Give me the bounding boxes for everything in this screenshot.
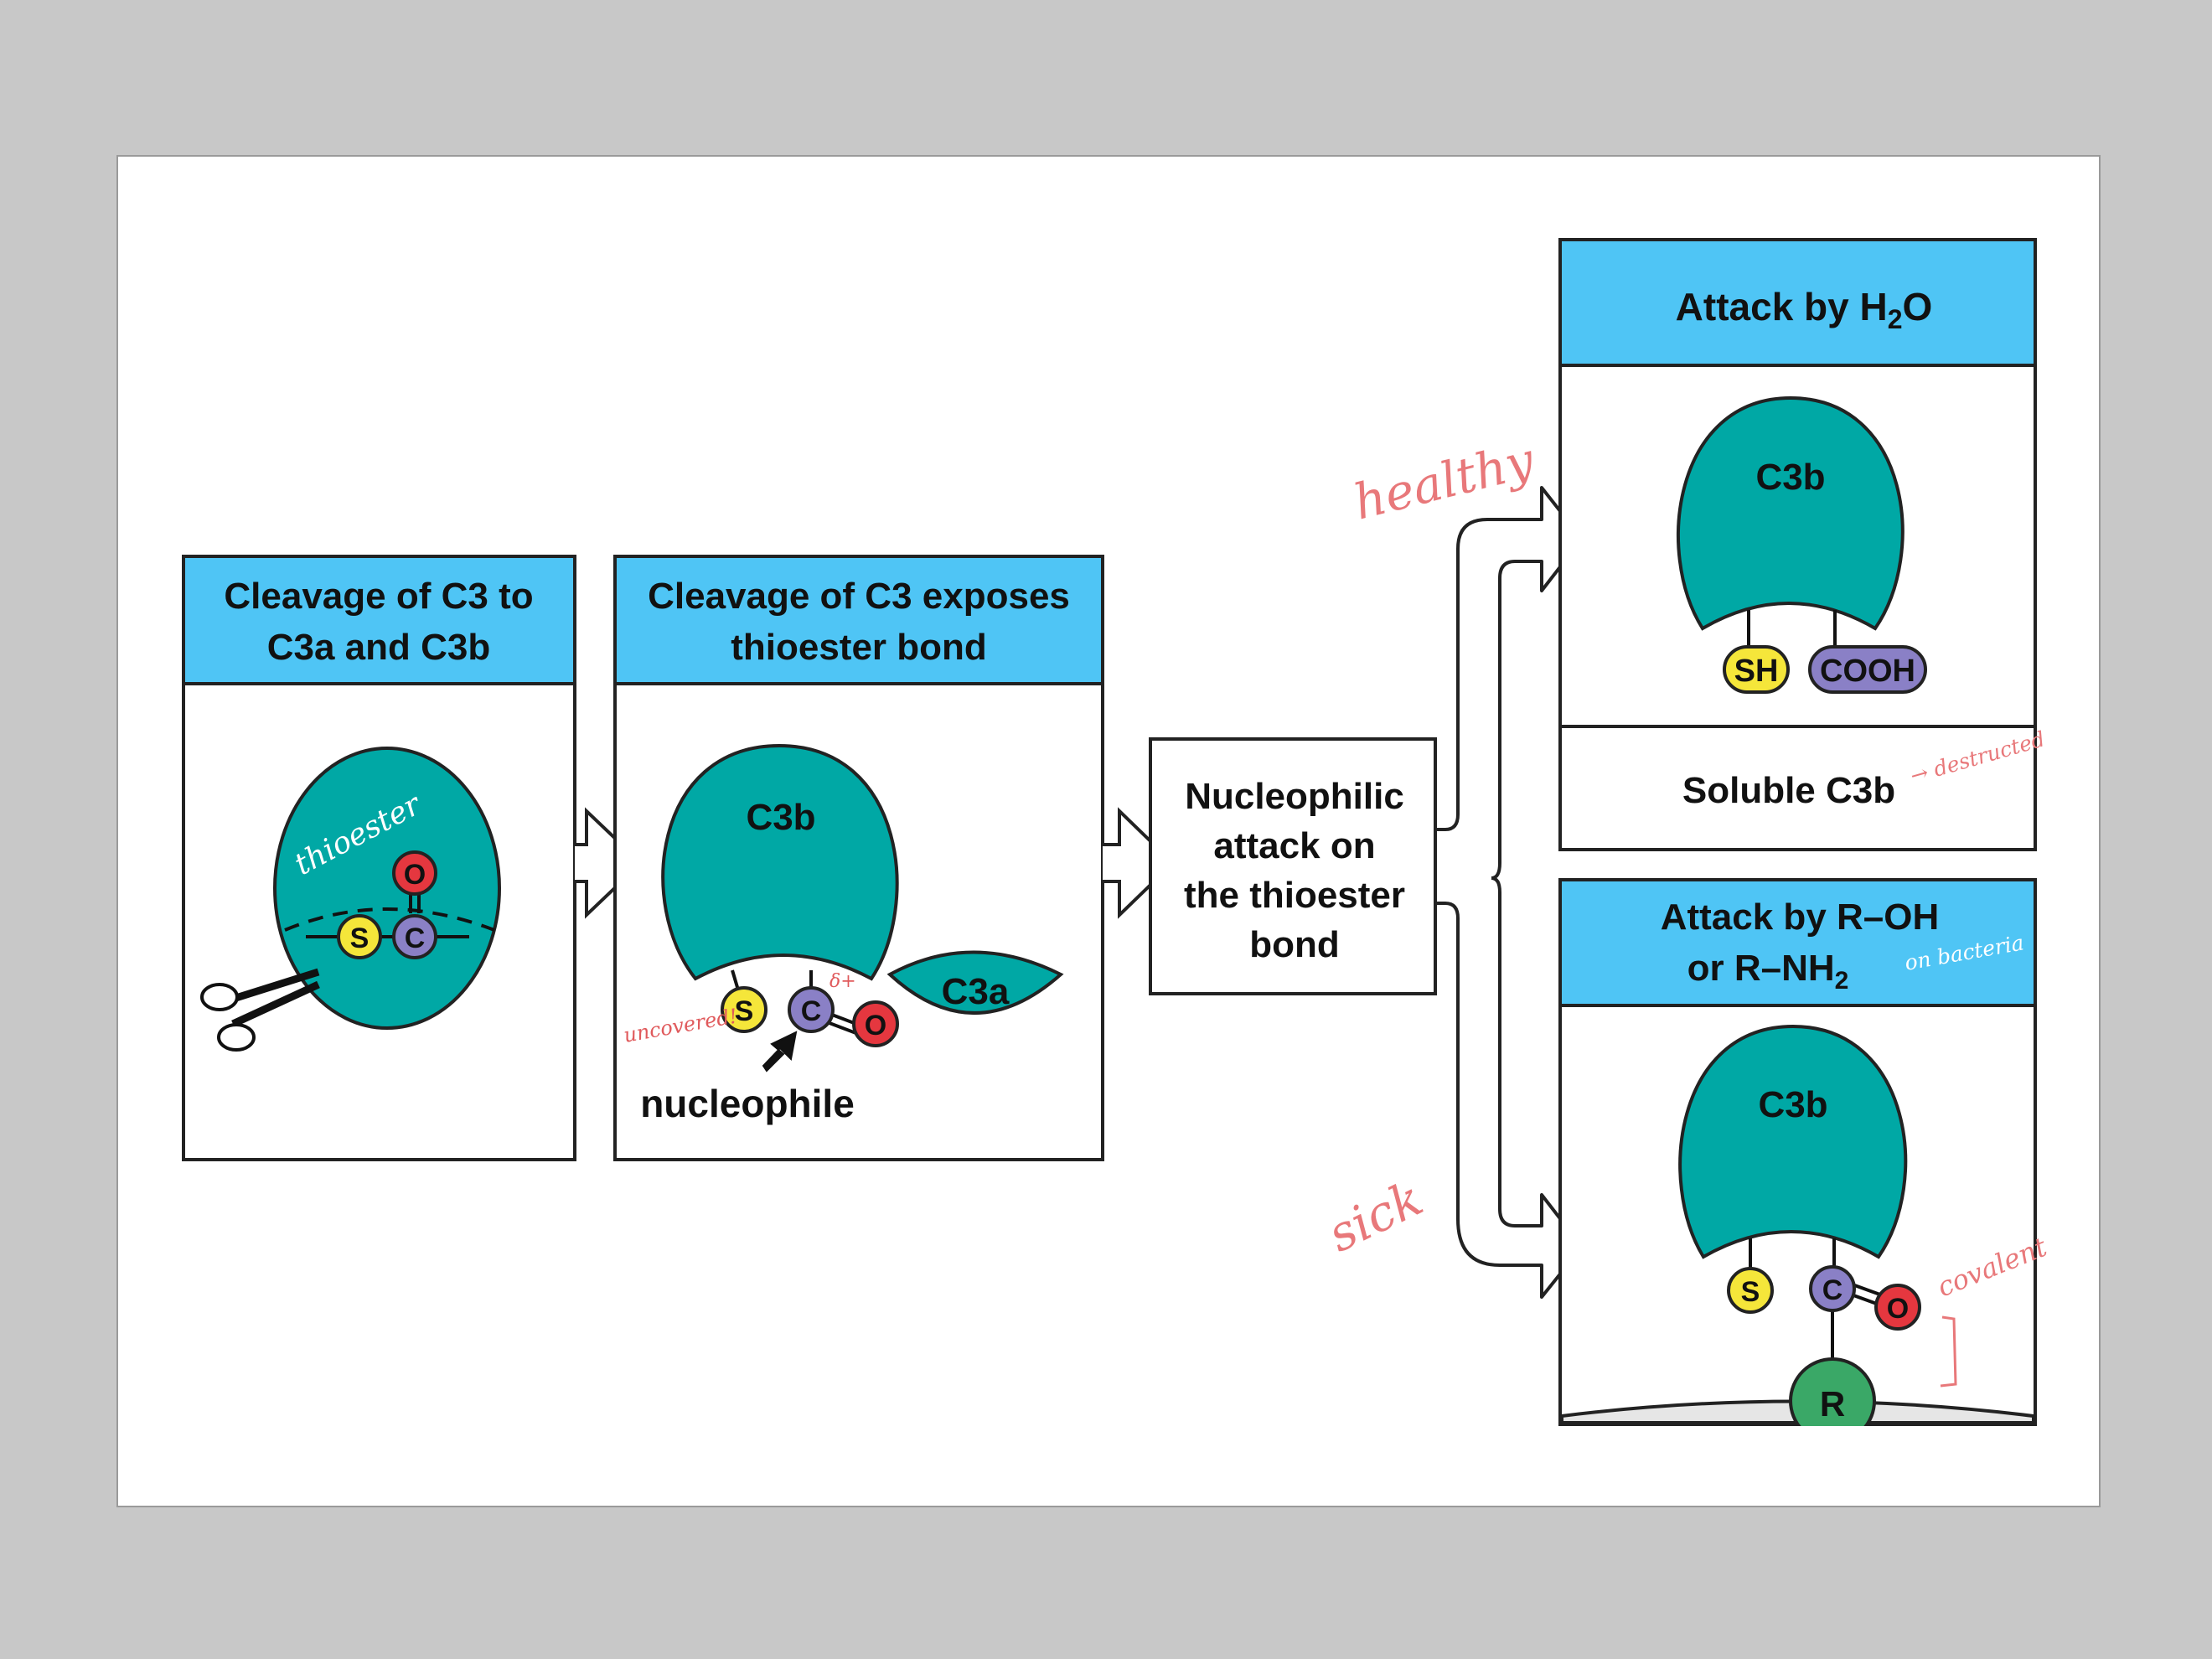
atom-carbon-label: C [801, 995, 822, 1027]
sh-label: SH [1734, 654, 1779, 689]
atom-sulfur-label: S [350, 923, 370, 954]
center-box: Nucleophilic attack on the thioester bon… [1149, 737, 1437, 995]
atom-oxygen [1874, 1284, 1921, 1331]
panel1-title-line2: C3a and C3b [267, 627, 491, 668]
atom-sulfur [1727, 1267, 1774, 1314]
cleavage-dashed-line [284, 907, 495, 932]
r-group-label: R [1820, 1384, 1845, 1424]
panel-h2o-title: Attack by H2O [1676, 285, 1933, 334]
center-line2: attack on [1213, 825, 1375, 866]
panel1-header [182, 555, 576, 685]
c3a-fragment-shape [886, 950, 1064, 1015]
annotation-delta-plus: δ+ [830, 971, 856, 992]
panel-exposes-thioester: Cleavage of C3 exposes thioester bond C3… [613, 555, 1104, 1161]
panel-attack-roh: Attack by R–OH or R–NH2 on bacteria C3b … [1558, 878, 2051, 1445]
arrow-icon [762, 1031, 798, 1072]
panel2-header [613, 555, 1104, 685]
cooh-label: COOH [1820, 654, 1915, 689]
atom-oxygen-label: O [865, 1010, 886, 1041]
panel-roh-title-line1: Attack by R–OH [1661, 897, 1940, 938]
c3b-protein-shape [1678, 1024, 1908, 1259]
panel2-title-line2: thioester bond [731, 627, 987, 668]
scissors-icon [200, 968, 320, 1052]
atom-sulfur [721, 986, 767, 1033]
atom-oxygen-label: O [404, 859, 426, 891]
c3a-label: C3a [942, 971, 1010, 1012]
panel-cleavage-c3: Cleavage of C3 to C3a and C3b O S C thio… [182, 555, 576, 1161]
c3b-protein-shape [661, 743, 899, 981]
c3b-protein-shape [1677, 395, 1904, 631]
center-line1: Nucleophilic [1185, 776, 1404, 817]
atom-sulfur-label: S [735, 995, 754, 1027]
panel-roh-header [1558, 878, 2037, 1007]
atom-carbon [788, 986, 835, 1033]
atom-carbon-label: C [1822, 1274, 1843, 1306]
soluble-c3b-label: Soluble C3b [1682, 770, 1895, 811]
panel-h2o-header [1558, 238, 2037, 367]
atom-oxygen [852, 1000, 899, 1047]
atom-oxygen [392, 850, 437, 896]
center-box-frame [1149, 737, 1437, 995]
branch-arrows [1435, 486, 1584, 1299]
slide-bottom-band [119, 1426, 2098, 1505]
atom-carbon [1809, 1265, 1856, 1312]
panel-roh-title-line2: or R–NH2 [1687, 948, 1849, 995]
atom-sulfur-label: S [1741, 1276, 1760, 1308]
atom-oxygen-label: O [1887, 1293, 1909, 1325]
c3b-label: C3b [1758, 1084, 1827, 1125]
c3b-label: C3b [1755, 457, 1825, 498]
panel2-title-line1: Cleavage of C3 exposes [648, 576, 1070, 617]
c3-protein-shape [273, 747, 501, 1030]
nucleophile-label: nucleophile [640, 1082, 855, 1125]
center-line3: the thioester [1184, 875, 1405, 916]
sh-group [1723, 645, 1790, 694]
cooh-group [1808, 645, 1927, 694]
atom-sulfur [337, 914, 382, 959]
c3b-label: C3b [746, 797, 815, 838]
branch-arrow-lower [1435, 876, 1584, 1299]
panel-attack-h2o: Attack by H2O C3b SH COOH Soluble C3b → … [1558, 238, 2048, 851]
atom-carbon-label: C [405, 923, 426, 954]
annotation-bracket [1940, 1315, 1957, 1388]
atom-carbon [392, 914, 437, 959]
panel1-title-line1: Cleavage of C3 to [224, 576, 533, 617]
center-line4: bond [1249, 924, 1340, 965]
